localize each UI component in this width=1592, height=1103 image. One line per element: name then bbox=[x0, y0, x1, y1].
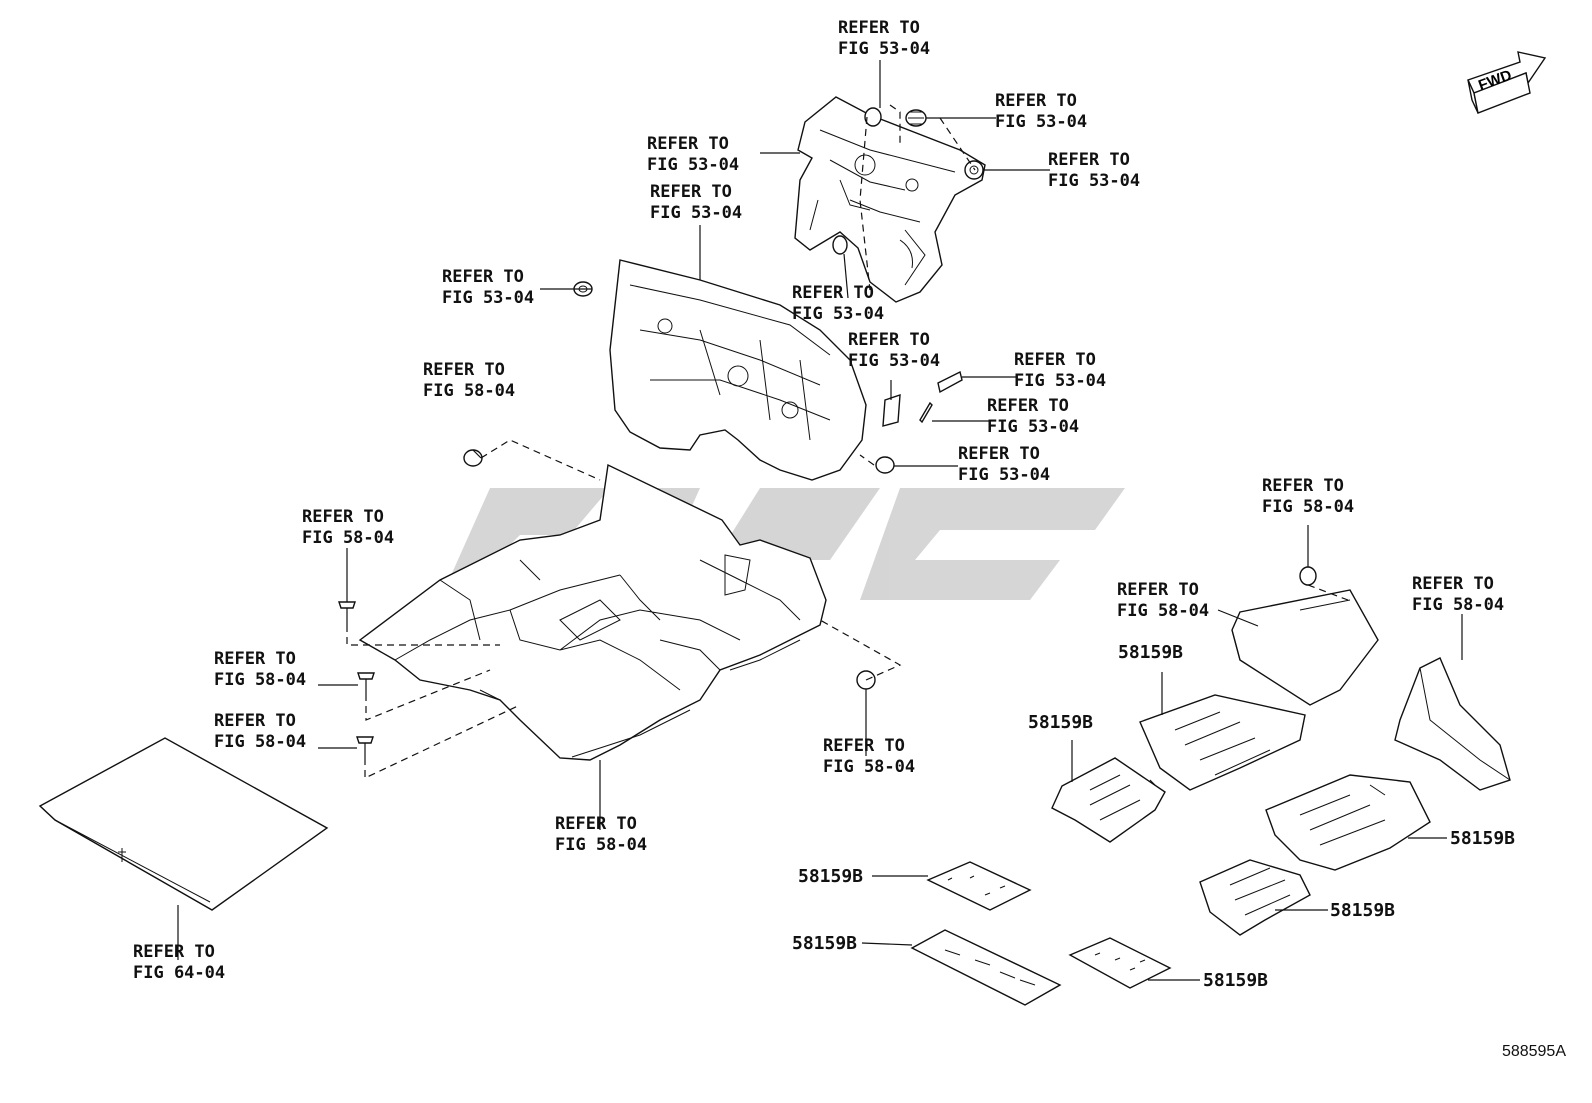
ref-label-clip: REFER TO FIG 53-04 bbox=[995, 91, 1088, 132]
ref-label-clip-1: REFER TO FIG 58-04 bbox=[302, 507, 395, 548]
part-number-pad-d: 58159B bbox=[1330, 900, 1396, 921]
ref-label-grommet-right: REFER TO FIG 53-04 bbox=[1048, 150, 1141, 191]
ref-label-clip-3: REFER TO FIG 58-04 bbox=[214, 711, 307, 752]
figure-code: 588595A bbox=[1501, 1043, 1566, 1060]
pad-58159b-b bbox=[1139, 694, 1306, 791]
pad-icons bbox=[882, 370, 963, 427]
part-number-pad-e: 58159B bbox=[798, 866, 864, 887]
dash-silencer-lower bbox=[609, 259, 867, 481]
pad-58159b-f bbox=[910, 929, 1062, 1006]
pad-58159b-g bbox=[1068, 937, 1172, 989]
ref-label-top: REFER TO FIG 53-04 bbox=[838, 18, 931, 59]
part-number-pad-c: 58159B bbox=[1450, 828, 1516, 849]
ref-label-grommet-left: REFER TO FIG 53-04 bbox=[442, 267, 535, 308]
pad-58159b-c bbox=[1265, 774, 1431, 871]
ref-label-insulator-grommet: REFER TO FIG 58-04 bbox=[1262, 476, 1355, 517]
insulator-rear bbox=[1231, 589, 1379, 706]
part-number-pad-b: 58159B bbox=[1118, 642, 1184, 663]
leader-lines bbox=[177, 60, 1463, 981]
ref-label-grommet-mid: REFER TO FIG 53-04 bbox=[792, 283, 885, 324]
ref-label-pad-c: REFER TO FIG 53-04 bbox=[987, 396, 1080, 437]
insulator-side bbox=[1394, 657, 1511, 791]
ref-label-upper-silencer: REFER TO FIG 53-04 bbox=[647, 134, 740, 175]
ref-label-lower-silencer: REFER TO FIG 53-04 bbox=[650, 182, 743, 223]
dash-silencer-upper bbox=[794, 96, 986, 303]
ref-label-clip-2: REFER TO FIG 58-04 bbox=[214, 649, 307, 690]
ref-label-pad-a: REFER TO FIG 53-04 bbox=[848, 330, 941, 371]
part-number-pad-g: 58159B bbox=[1203, 970, 1269, 991]
floor-carpet bbox=[358, 463, 827, 761]
part-number-pad-a: 58159B bbox=[1028, 712, 1094, 733]
phantom-lines bbox=[346, 104, 1349, 779]
clip-icons bbox=[338, 601, 375, 758]
ref-label-deck-board: REFER TO FIG 64-04 bbox=[133, 942, 226, 983]
deck-board bbox=[38, 737, 329, 911]
ref-label-grommet-low: REFER TO FIG 53-04 bbox=[958, 444, 1051, 485]
ref-label-pad-b: REFER TO FIG 53-04 bbox=[1014, 350, 1107, 391]
pad-58159b-a bbox=[1051, 757, 1166, 843]
ref-label-carpet-right: REFER TO FIG 58-04 bbox=[823, 736, 916, 777]
pad-58159b-d bbox=[1199, 859, 1311, 936]
ref-label-insulator-side: REFER TO FIG 58-04 bbox=[1412, 574, 1505, 615]
ref-label-floor-carpet: REFER TO FIG 58-04 bbox=[555, 814, 648, 855]
part-number-pad-f: 58159B bbox=[792, 933, 858, 954]
pad-58159b-e bbox=[926, 861, 1032, 911]
ref-label-carpet-grommet: REFER TO FIG 58-04 bbox=[423, 360, 516, 401]
ref-label-insulator-rear: REFER TO FIG 58-04 bbox=[1117, 580, 1210, 621]
fwd-arrow-icon bbox=[1467, 51, 1547, 114]
